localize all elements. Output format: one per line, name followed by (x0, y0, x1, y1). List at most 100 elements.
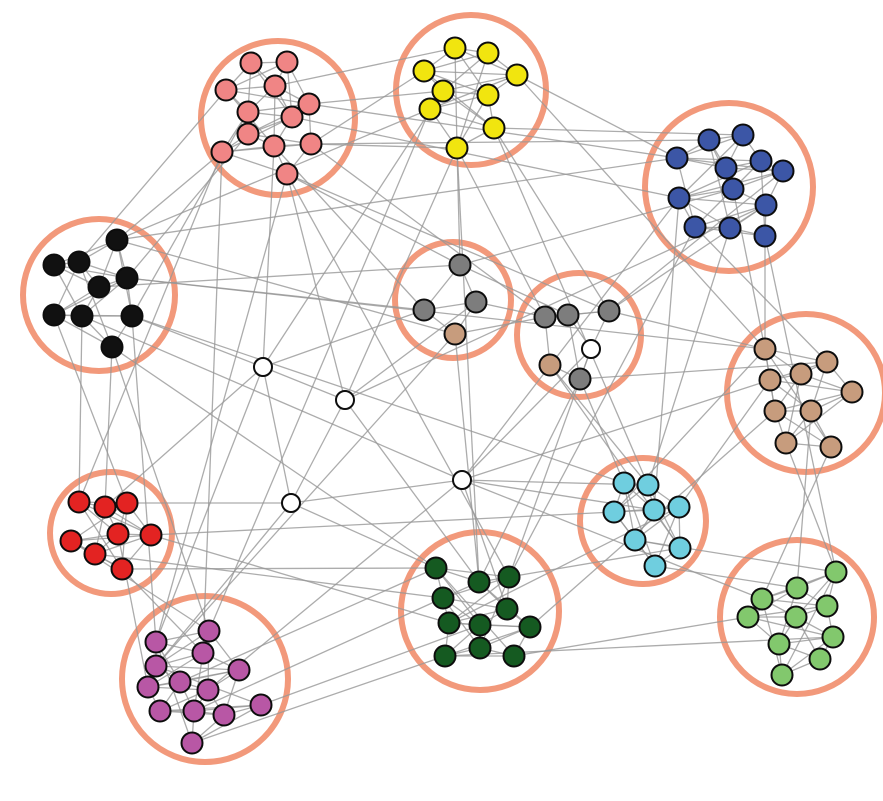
node-white-112 (335, 390, 355, 410)
edge (121, 567, 437, 570)
node-blue-31 (718, 216, 742, 240)
cluster-circle-grayA (392, 239, 514, 361)
node-pink-9 (262, 134, 286, 158)
node-magenta-100 (191, 641, 215, 665)
node-lightgreen-88 (824, 560, 848, 584)
edge (454, 316, 546, 335)
node-yellow-20 (445, 136, 469, 160)
node-blue-23 (665, 146, 689, 170)
edge (193, 597, 444, 712)
node-cyan-69 (612, 471, 636, 495)
node-yellow-18 (418, 97, 442, 121)
node-darkgreen-77 (424, 556, 448, 580)
edge (310, 70, 425, 145)
node-tan-56 (840, 380, 864, 404)
edge (155, 333, 456, 667)
edge (513, 616, 749, 657)
edge (796, 410, 812, 589)
node-blue-32 (753, 224, 777, 248)
node-yellow-14 (412, 59, 436, 83)
node-red-63 (115, 491, 139, 515)
edge (104, 366, 264, 508)
edge (274, 47, 456, 87)
node-darkgreen-79 (497, 565, 521, 589)
node-magenta-101 (144, 654, 168, 678)
edge (781, 571, 837, 676)
node-pink-0 (239, 51, 263, 75)
node-blue-28 (667, 186, 691, 210)
node-lightgreen-96 (808, 647, 832, 671)
edge (290, 502, 437, 569)
edge (260, 624, 481, 706)
node-black-41 (100, 335, 124, 359)
edge (608, 310, 766, 350)
node-lightgreen-92 (736, 605, 760, 629)
node-grayB-49 (581, 339, 601, 359)
node-pink-8 (210, 140, 234, 164)
edge (478, 378, 581, 583)
edge (654, 565, 798, 589)
edge (344, 301, 477, 401)
edge (678, 134, 744, 199)
node-blue-26 (771, 159, 795, 183)
edge (634, 539, 837, 573)
edge (461, 348, 592, 481)
edge (461, 479, 508, 610)
edge (131, 315, 264, 368)
node-tan-53 (815, 350, 839, 374)
node-darkgreen-84 (518, 615, 542, 639)
node-tan-55 (758, 368, 782, 392)
node-magenta-102 (227, 658, 251, 682)
edge (225, 89, 310, 105)
node-black-37 (115, 266, 139, 290)
node-grayA-43 (464, 290, 488, 314)
node-grayB-46 (533, 305, 557, 329)
edge (579, 378, 625, 484)
edge (475, 301, 546, 318)
edge (423, 70, 495, 129)
edge (262, 309, 425, 368)
node-magenta-103 (136, 675, 160, 699)
edge (159, 704, 262, 712)
edge (78, 261, 113, 348)
node-magenta-104 (168, 670, 192, 694)
edge (678, 379, 771, 508)
edge (207, 479, 463, 691)
edge (262, 90, 444, 368)
edge (448, 506, 680, 624)
node-darkgreen-83 (468, 613, 492, 637)
edge (155, 502, 292, 667)
edge (126, 277, 766, 350)
edge (493, 127, 610, 312)
node-black-35 (67, 250, 91, 274)
node-cyan-70 (636, 473, 660, 497)
node-tan-52 (753, 337, 777, 361)
node-black-40 (120, 304, 144, 328)
edge (454, 47, 458, 149)
edge (104, 346, 113, 508)
node-white-111 (253, 357, 273, 377)
node-black-36 (87, 275, 111, 299)
edge (131, 315, 625, 484)
node-black-34 (42, 253, 66, 277)
node-magenta-99 (197, 619, 221, 643)
edge (456, 147, 480, 583)
edge (202, 151, 223, 654)
node-grayA-44 (412, 298, 436, 322)
node-blue-21 (697, 128, 721, 152)
cluster-circle-darkgreen (398, 529, 562, 693)
node-red-62 (93, 495, 117, 519)
node-cyan-73 (667, 495, 691, 519)
node-white-113 (452, 470, 472, 490)
edge (53, 264, 128, 279)
edge (290, 479, 463, 504)
node-blue-22 (731, 123, 755, 147)
node-grayB-48 (597, 299, 621, 323)
node-tan-60 (819, 435, 843, 459)
node-darkgreen-80 (431, 586, 455, 610)
node-pink-11 (275, 162, 299, 186)
cluster-circle-blue (642, 100, 816, 274)
node-pink-4 (297, 92, 321, 116)
nodes-layer (42, 36, 864, 755)
